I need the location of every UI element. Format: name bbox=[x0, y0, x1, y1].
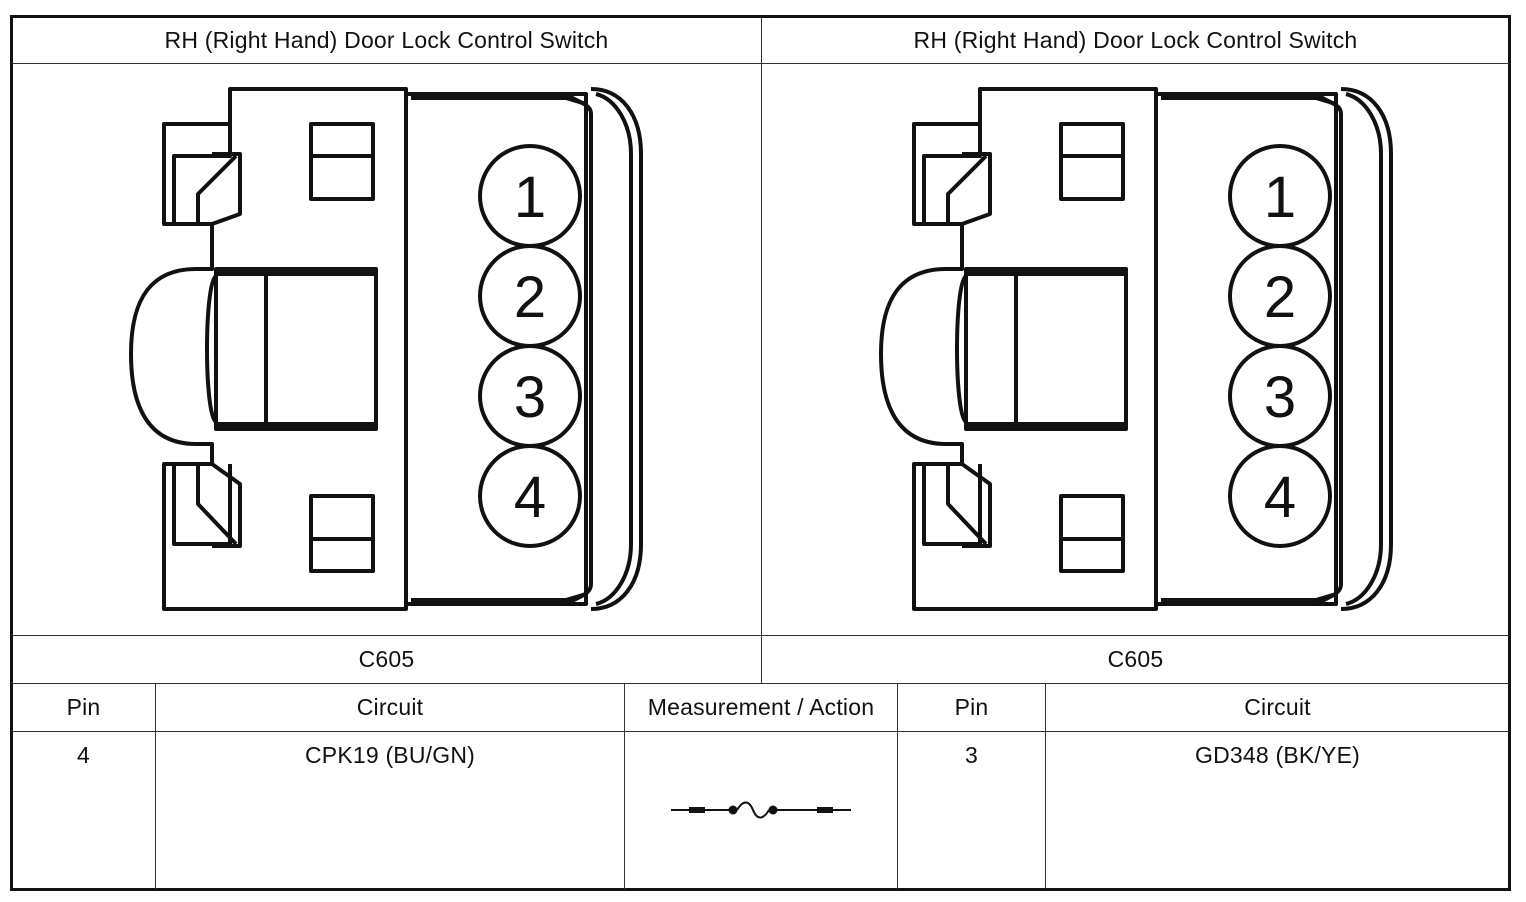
connector-diagram-left: 1 2 3 4 bbox=[126, 84, 656, 614]
divider bbox=[897, 684, 898, 889]
row-pin-a: 4 bbox=[77, 742, 90, 768]
header-measurement: Measurement / Action bbox=[647, 694, 875, 720]
connector-face-icon: 1 2 3 4 bbox=[879, 87, 1393, 611]
pin-label: 1 bbox=[1264, 165, 1296, 230]
connector-id-right: C605 bbox=[1107, 646, 1164, 672]
row-measurement bbox=[625, 732, 897, 888]
pin-label: 3 bbox=[1264, 365, 1296, 430]
divider bbox=[1045, 684, 1046, 889]
pin-label: 4 bbox=[1264, 465, 1296, 530]
divider bbox=[761, 17, 762, 684]
pinout-table-frame bbox=[10, 15, 1511, 891]
row-circuit-b: GD348 (BK/YE) bbox=[1195, 742, 1360, 768]
connector-face-icon: 1 2 3 4 bbox=[129, 87, 643, 611]
header-pin-b: Pin bbox=[954, 694, 989, 720]
panel-title-right: RH (Right Hand) Door Lock Control Switch bbox=[913, 26, 1358, 53]
connector-id-left: C605 bbox=[358, 646, 415, 672]
divider bbox=[12, 683, 1509, 684]
pin-label: 1 bbox=[514, 165, 546, 230]
divider bbox=[155, 684, 156, 889]
divider bbox=[12, 63, 1509, 64]
divider bbox=[12, 731, 1509, 732]
pin-label: 4 bbox=[514, 465, 546, 530]
row-pin-b: 3 bbox=[965, 742, 978, 768]
panel-title-left: RH (Right Hand) Door Lock Control Switch bbox=[164, 26, 609, 53]
divider bbox=[624, 684, 625, 889]
row-circuit-a: CPK19 (BU/GN) bbox=[304, 742, 476, 768]
divider bbox=[12, 635, 1509, 636]
header-circuit-a: Circuit bbox=[356, 694, 424, 720]
connector-diagram-right: 1 2 3 4 bbox=[876, 84, 1406, 614]
header-pin-a: Pin bbox=[66, 694, 101, 720]
header-circuit-b: Circuit bbox=[1244, 694, 1311, 720]
pin-label: 2 bbox=[1264, 265, 1296, 330]
continuity-check-icon bbox=[671, 801, 851, 819]
pin-label: 3 bbox=[514, 365, 546, 430]
pin-label: 2 bbox=[514, 265, 546, 330]
